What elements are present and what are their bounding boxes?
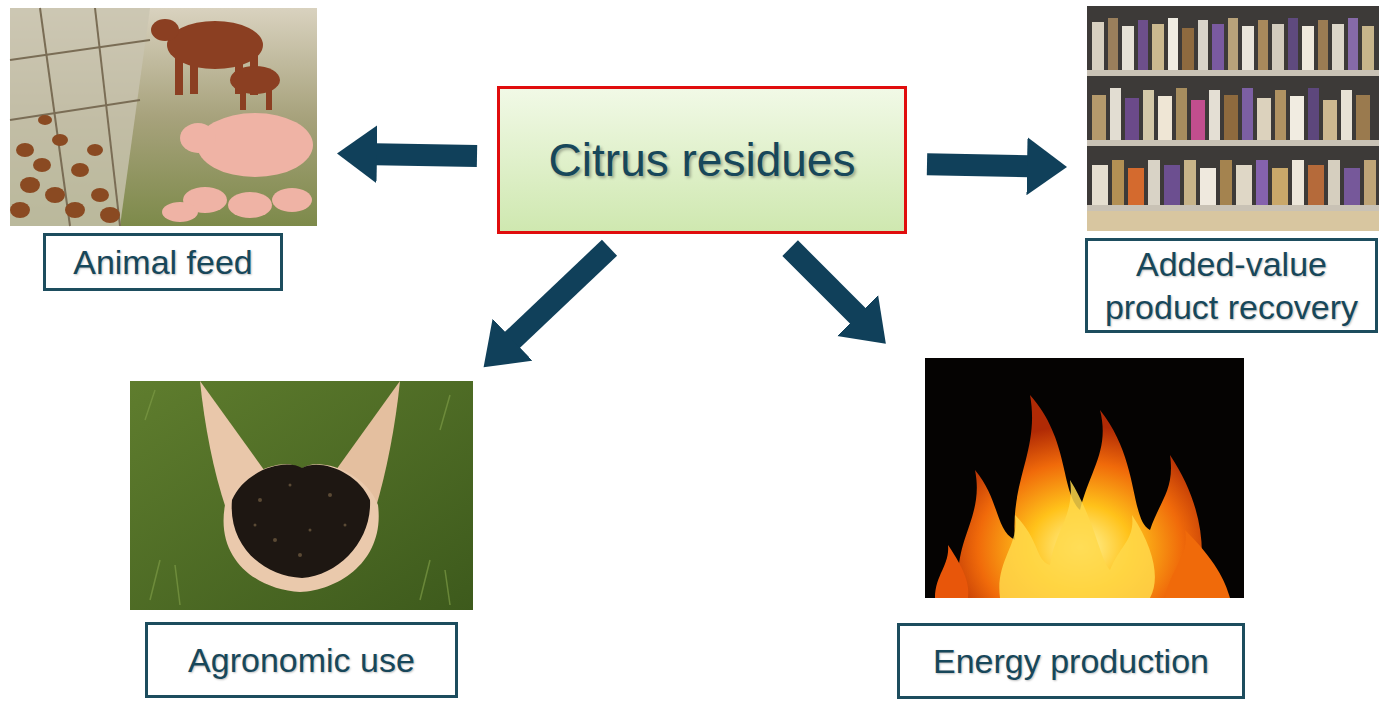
picture-group: Energy production [897, 358, 1245, 700]
source-title: Citrus residues [549, 133, 856, 187]
label-box: Agronomic use [145, 622, 458, 698]
use-label: Animal feed [73, 241, 253, 284]
livestock-picture [10, 8, 317, 226]
products-shelf-picture [1087, 6, 1379, 231]
label-box: Energy production [897, 623, 1245, 699]
use-label: Added-value product recovery [1098, 243, 1365, 328]
picture-group: Animal feed [10, 8, 317, 293]
label-box: Animal feed [43, 233, 283, 291]
picture-group: Added-value product recovery [1087, 6, 1376, 334]
flow-arrow [927, 164, 1029, 166]
use-label: Agronomic use [188, 639, 415, 682]
use-label: Energy production [933, 640, 1209, 683]
source-box: Citrus residues [497, 86, 907, 234]
flow-arrow [790, 248, 859, 317]
flow-arrow [375, 154, 477, 156]
label-box: Added-value product recovery [1085, 238, 1378, 333]
picture-group: Agronomic use [130, 381, 473, 699]
fire-picture [925, 358, 1244, 598]
flow-arrow [511, 248, 609, 341]
soil-hands-picture [130, 381, 473, 610]
